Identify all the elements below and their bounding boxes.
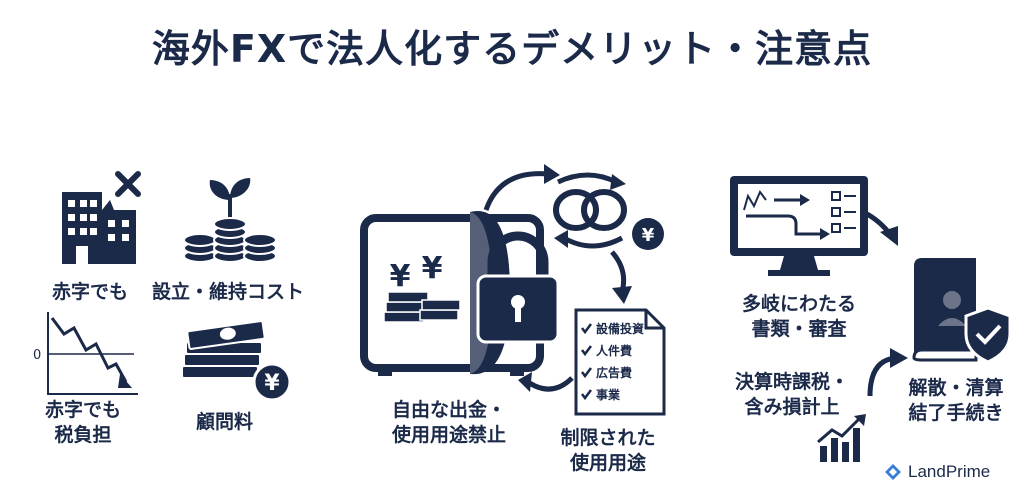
chart-zero-label: 0 bbox=[33, 348, 42, 363]
docs-review-label: 多岐にわたる書類・審査 bbox=[741, 293, 856, 340]
safe-yen-symbol-1: ¥ bbox=[390, 259, 411, 294]
brand-name: LandPrime bbox=[908, 462, 991, 481]
damaged-building-icon bbox=[62, 171, 141, 264]
cash-yen-icon: ¥ bbox=[181, 320, 292, 402]
exchange-yen-symbol: ¥ bbox=[642, 225, 655, 246]
restricted-use-label: 制限された使用用途 bbox=[560, 427, 656, 474]
yen-coin-symbol: ¥ bbox=[264, 371, 280, 396]
safe-lock-icon: ¥ ¥ bbox=[360, 211, 560, 376]
doc-item: 事業 bbox=[596, 388, 621, 402]
doc-item: 人件費 bbox=[596, 344, 633, 358]
setup-cost-label: 設立・維持コスト bbox=[152, 281, 305, 303]
safe-yen-symbol-2: ¥ bbox=[422, 251, 443, 286]
doc-item: 設備投資 bbox=[596, 322, 645, 336]
exchange-cycle-icon: ¥ bbox=[553, 172, 664, 250]
doc-item-list: 設備投資 人件費 広告費 事業 bbox=[596, 318, 644, 406]
tax-burden-label: 赤字でも税負担 bbox=[44, 399, 121, 446]
rising-bars-icon bbox=[817, 414, 866, 462]
deficit-label: 赤字でも bbox=[52, 281, 129, 303]
doc-item: 広告費 bbox=[596, 366, 633, 380]
brand-diamond-icon bbox=[885, 464, 901, 480]
brand-logo: LandPrime bbox=[884, 462, 990, 482]
monitor-review-icon bbox=[730, 176, 868, 276]
document-checklist-icon bbox=[574, 308, 666, 416]
coin-stack-plant-icon bbox=[183, 178, 277, 263]
declining-chart-icon bbox=[47, 312, 138, 395]
advisor-fee-label: 顧問料 bbox=[196, 411, 254, 433]
free-withdraw-label: 自由な出金・使用用途禁止 bbox=[391, 399, 506, 446]
dissolution-label: 解散・清算結了手続き bbox=[908, 377, 1004, 424]
settlement-tax-label: 決算時課税・含み損計上 bbox=[734, 371, 849, 418]
page-title: 海外FXで法人化するデメリット・注意点 bbox=[151, 27, 873, 71]
book-shield-icon bbox=[912, 258, 1012, 364]
